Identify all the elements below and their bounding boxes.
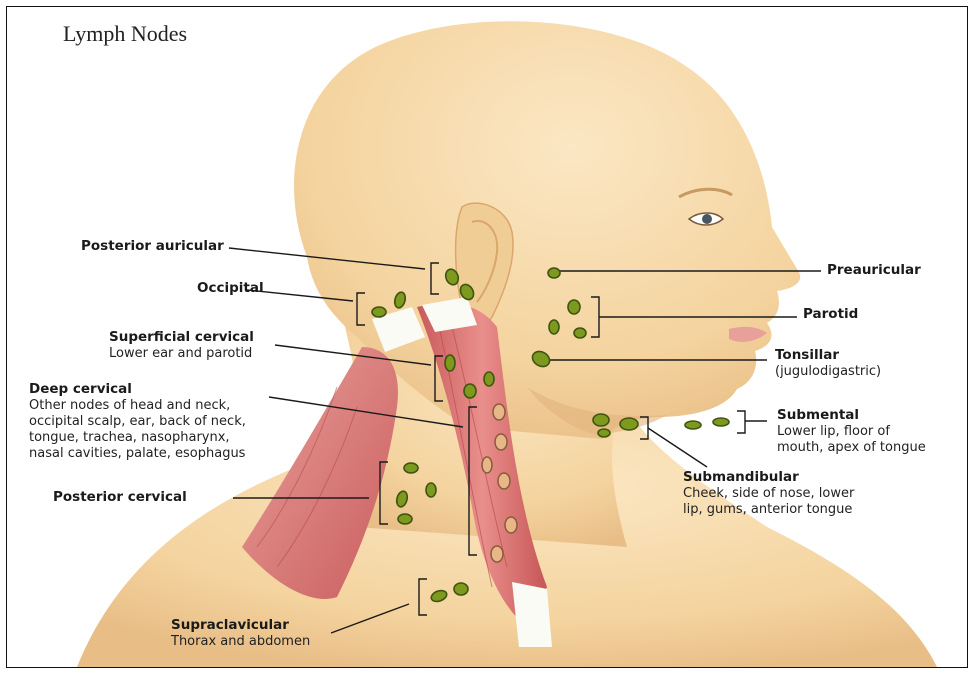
label-desc: tongue, trachea, nasopharynx, (29, 430, 246, 446)
label-desc: Lower ear and parotid (109, 346, 254, 362)
diagram-frame: Lymph Nodes Posterior auricular Occipita… (6, 6, 968, 668)
page-title: Lymph Nodes (63, 21, 187, 47)
label-title: Submental (777, 407, 926, 424)
label-supraclavicular: Supraclavicular Thorax and abdomen (171, 617, 310, 650)
label-title: Supraclavicular (171, 617, 310, 634)
label-submental: Submental Lower lip, floor of mouth, ape… (777, 407, 926, 456)
label-desc: Lower lip, floor of (777, 424, 926, 440)
label-title: Posterior cervical (53, 489, 187, 506)
label-tonsillar: Tonsillar (jugulodigastric) (775, 347, 881, 380)
label-title: Superficial cervical (109, 329, 254, 346)
label-title: Submandibular (683, 469, 854, 486)
label-preauricular: Preauricular (827, 262, 921, 279)
iris (702, 214, 712, 224)
label-desc: nasal cavities, palate, esophagus (29, 446, 246, 462)
label-title: Preauricular (827, 262, 921, 279)
label-title: Posterior auricular (81, 238, 224, 255)
label-submandibular: Submandibular Cheek, side of nose, lower… (683, 469, 854, 518)
label-desc: mouth, apex of tongue (777, 440, 926, 456)
label-superficial-cervical: Superficial cervical Lower ear and parot… (109, 329, 254, 362)
label-title: Deep cervical (29, 381, 246, 398)
label-parotid: Parotid (803, 306, 858, 323)
label-desc: Thorax and abdomen (171, 634, 310, 650)
label-posterior-cervical: Posterior cervical (53, 489, 187, 506)
label-posterior-auricular: Posterior auricular (81, 238, 224, 255)
label-title: Occipital (197, 280, 264, 297)
label-desc: Other nodes of head and neck, (29, 398, 246, 414)
label-occipital: Occipital (197, 280, 264, 297)
label-desc: Cheek, side of nose, lower (683, 486, 854, 502)
label-title: Tonsillar (775, 347, 881, 364)
label-deep-cervical: Deep cervical Other nodes of head and ne… (29, 381, 246, 462)
label-title: Parotid (803, 306, 858, 323)
tendon-bottom (512, 582, 552, 647)
label-desc: (jugulodigastric) (775, 364, 881, 380)
label-desc: lip, gums, anterior tongue (683, 502, 854, 518)
label-desc: occipital scalp, ear, back of neck, (29, 414, 246, 430)
